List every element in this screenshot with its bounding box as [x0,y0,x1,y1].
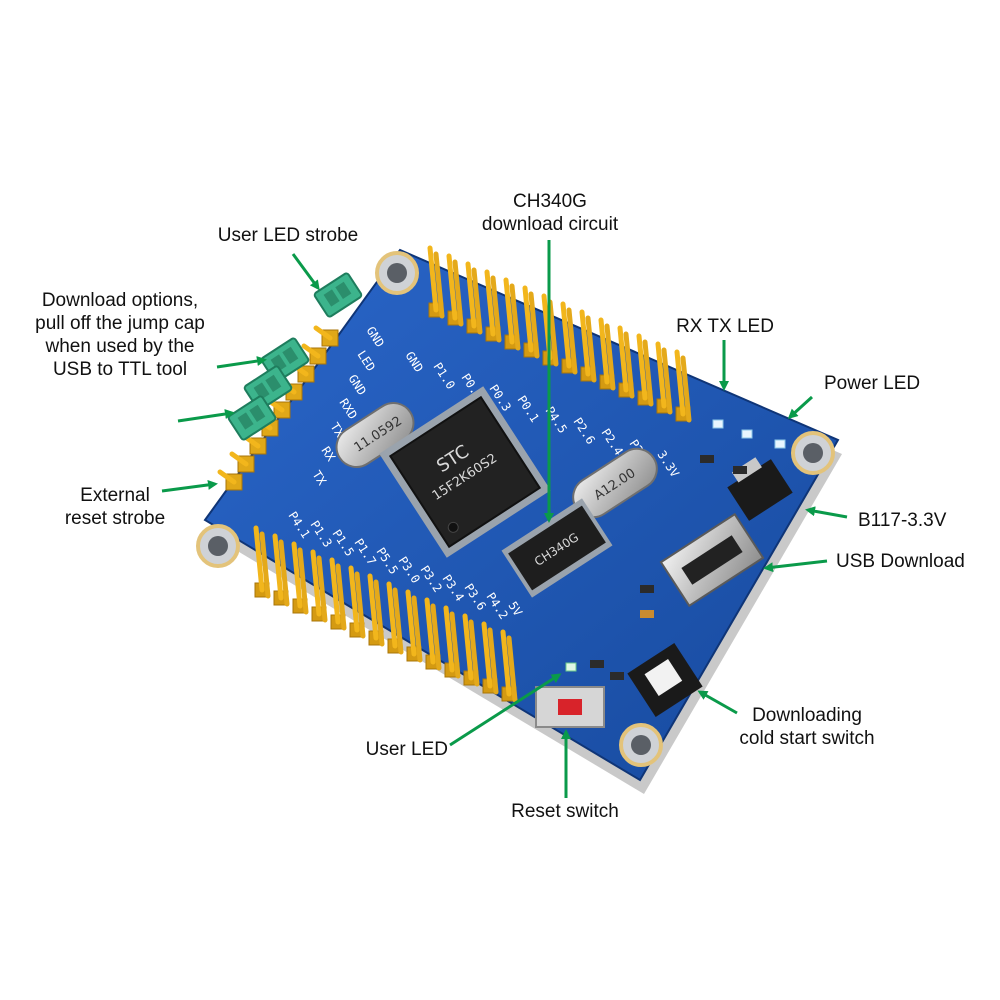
mcu-chip: STC 15F2K60S2 [379,386,551,558]
arrow-download-options-1 [216,356,267,369]
callout-ch340g: CH340G download circuit [450,190,650,236]
top-header-pin [465,261,483,335]
bottom-header-pin [443,605,461,679]
arrow-usb-download [763,559,828,573]
left-header-pin [229,451,255,473]
callout-downloading-cold-start: Downloading cold start switch [722,704,892,750]
download-options-line-4: USB to TTL tool [52,359,188,380]
top-header-pin [579,309,597,383]
bottom-header-pin [405,589,423,663]
arrow-external-reset [161,479,218,493]
top-header-pin [446,253,464,327]
callout-arrows [161,240,848,798]
usb-connector [659,512,765,608]
arrow-download-options-2 [177,409,235,423]
bottom-header-pin [348,565,366,639]
callout-user-led-strobe: User LED strobe [217,225,359,246]
top-header-pin [598,317,616,391]
bottom-header-pin [253,525,271,599]
callout-download-options: Download options, pull off the jump cap … [10,289,230,381]
arrow-user-led-strobe [291,253,320,291]
cold-start-line-1: Downloading [752,705,862,726]
left-header-pin [313,325,339,347]
download-options-line-2: pull off the jump cap [35,313,205,334]
download-options-line-1: Download options, [41,290,199,311]
callout-power-led: Power LED [824,373,921,394]
left-header-pin [217,469,243,491]
bottom-header-pin [272,533,290,607]
cold-start-switch [627,642,703,718]
top-header-pin [503,277,521,351]
crystal-usb: A12.00 [572,447,658,519]
top-header-pin [522,285,540,359]
cold-start-line-2: cold start switch [739,728,875,749]
top-header-pin [484,269,502,343]
arrow-power-led [787,395,814,420]
callout-b117: B117-3.3V [858,510,947,531]
download-options-line-3: when used by the [45,336,195,357]
top-header-pin [636,333,654,407]
bottom-pin-header [253,525,518,703]
leds [565,419,786,672]
top-header-pin [617,325,635,399]
bottom-header-pin [291,541,309,615]
external-reset-line-1: External [80,485,150,506]
bottom-header-pin [310,549,328,623]
top-header-pin [427,245,445,319]
callout-user-led: User LED [365,739,448,760]
callout-external-reset-strobe: External reset strobe [40,484,190,530]
smd-components [590,455,747,680]
mounting-holes [196,251,835,767]
silkscreen-label: 5V [505,599,525,619]
top-header-pin [560,301,578,375]
bottom-header-pin [367,573,385,647]
top-header-pin [655,341,673,415]
top-pin-header [427,245,692,423]
external-reset-line-2: reset strobe [64,508,166,529]
top-header-pin [674,349,692,423]
bottom-header-pin [462,613,480,687]
bottom-header-pin [386,581,404,655]
callout-rx-tx-led: RX TX LED [676,316,774,337]
ch340g-chip: CH340G [501,498,613,598]
ch340g-line-1: CH340G [513,191,587,212]
bottom-header-pin [329,557,347,631]
left-header-pin [301,343,327,365]
callout-usb-download: USB Download [836,551,965,572]
ch340g-line-2: download circuit [481,214,619,235]
reset-switch [535,686,605,728]
bottom-header-pin [424,597,442,671]
arrow-user-led [449,673,562,747]
bottom-header-pin [500,629,518,703]
arrow-b117 [805,506,848,519]
arrow-cold-start [697,690,738,715]
bottom-header-pin [481,621,499,695]
callout-reset-switch: Reset switch [511,801,619,822]
jumper-caps [227,272,363,441]
